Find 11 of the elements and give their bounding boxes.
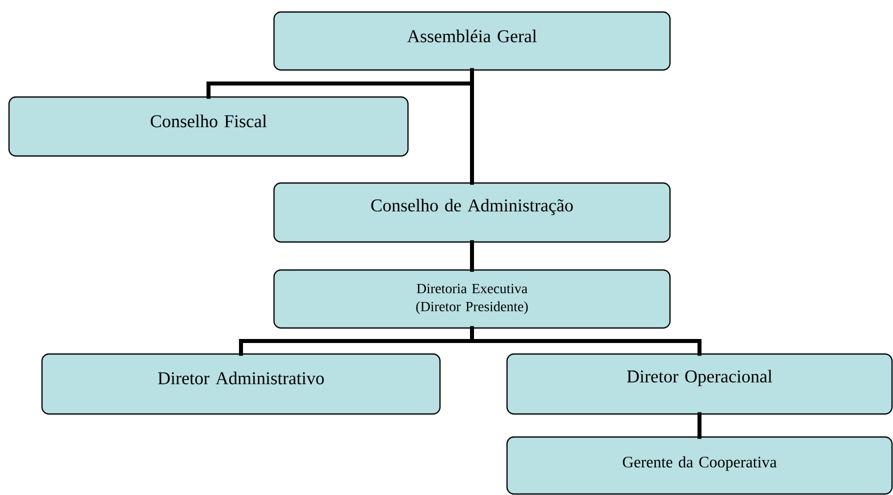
connector-line <box>470 326 702 356</box>
connector-line <box>470 240 474 272</box>
org-box: Diretoria Executiva (Diretor Presidente) <box>273 269 671 329</box>
org-box: Conselho de Administração <box>273 182 671 243</box>
org-box: Gerente da Cooperativa <box>506 436 893 495</box>
org-box: Diretor Operacional <box>506 353 893 415</box>
org-box: Diretor Administrativo <box>41 353 441 415</box>
connector-line <box>470 68 474 185</box>
org-box: Conselho Fiscal <box>8 96 409 157</box>
connector-line <box>698 412 702 439</box>
org-box: Assembléia Geral <box>273 11 671 71</box>
